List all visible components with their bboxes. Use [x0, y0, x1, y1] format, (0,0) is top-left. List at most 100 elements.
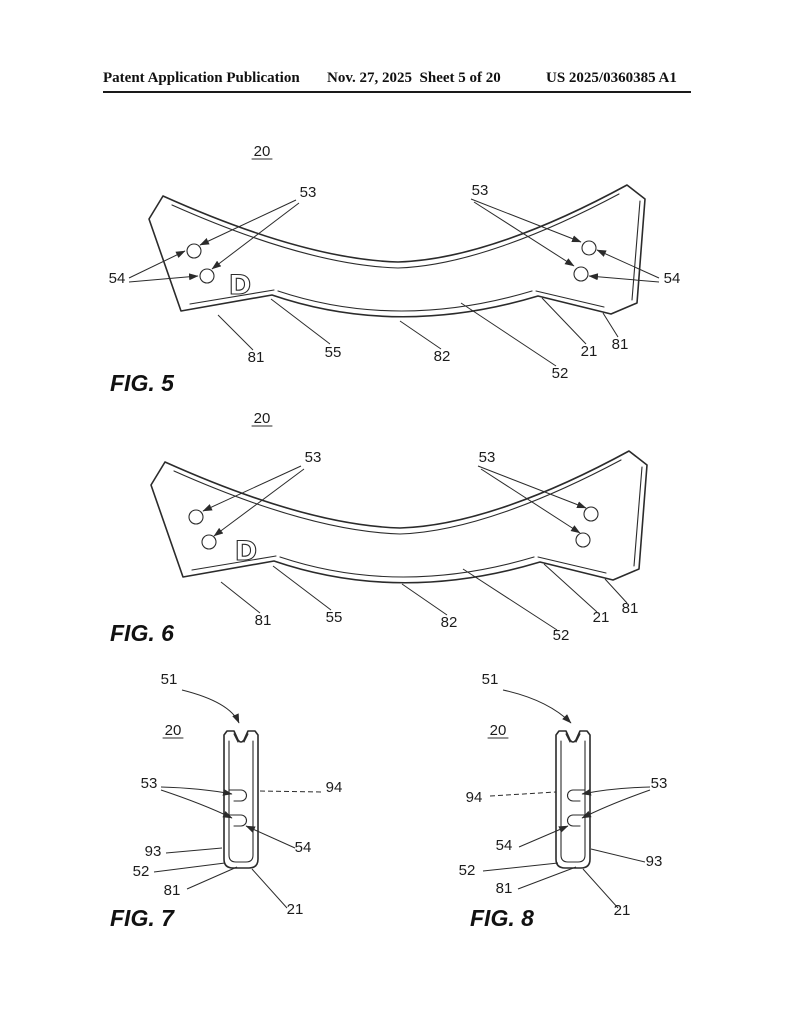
- fig8-leader-lines: [482, 689, 651, 909]
- header-divider: [103, 91, 691, 93]
- fig8-strip-outline: [555, 730, 591, 869]
- fig6-band-inner-top: [173, 459, 622, 535]
- fig8-leader-93: [590, 848, 646, 863]
- fig7-leader-81: [186, 866, 238, 890]
- fig5-ref-52: 52: [552, 365, 569, 382]
- fig6-leader-81-right: [604, 578, 628, 604]
- fig8-leader-51: [502, 689, 572, 724]
- fig6-leader-53-right-2: [480, 468, 581, 534]
- fig6-ref-82: 82: [441, 614, 458, 631]
- fig7: 51 20 53 94 93 52 81 54 21 FIG. 7: [110, 671, 342, 931]
- fig6-leader-lines: [202, 465, 628, 631]
- fig6-rivet-hole: [583, 506, 599, 522]
- fig6-band-inner-bottom: [279, 556, 535, 578]
- fig5-part-marking-d: D: [229, 270, 251, 301]
- fig5-leader-54-right-2: [588, 273, 660, 283]
- fig8-leader-53-lower: [581, 789, 651, 819]
- fig5-leader-lines: [128, 198, 660, 367]
- fig6-leader-52: [462, 568, 558, 631]
- fig7-ref-20: 20: [165, 722, 182, 739]
- fig6-leader-55: [272, 565, 332, 611]
- fig6-leader-53-left-2: [213, 468, 305, 537]
- fig7-notch-inner: [233, 733, 249, 743]
- fig6-leader-53-left-1: [202, 465, 302, 512]
- fig5-leader-54-left-1: [128, 250, 186, 279]
- fig8-ref-20: 20: [490, 722, 507, 739]
- fig8-ref-53: 53: [651, 775, 668, 792]
- fig8-leader-53-upper: [581, 786, 651, 796]
- fig6-ref-81-left: 81: [255, 612, 272, 629]
- fig6-leader-82: [401, 583, 448, 616]
- fig5-leader-81-right: [602, 312, 619, 338]
- fig7-leader-54: [245, 825, 296, 849]
- fig8-ref-93: 93: [646, 853, 663, 870]
- fig7-strip-outline: [223, 730, 259, 869]
- fig8-ref-21: 21: [614, 902, 631, 919]
- fig8-hook-upper: [567, 789, 586, 802]
- fig5-ref-81-left: 81: [248, 349, 265, 366]
- fig6: D 20 53 53 81 55 82 52 21: [110, 410, 648, 646]
- fig6-band: D: [150, 450, 648, 584]
- fig5-rivet-hole: [199, 268, 215, 284]
- fig5-leader-82: [399, 320, 442, 350]
- fig7-leader-53-upper: [160, 786, 233, 796]
- fig7-ref-81: 81: [164, 882, 181, 899]
- fig8-ref-94: 94: [466, 789, 483, 806]
- fig5-band-inner-bottom: [277, 290, 533, 312]
- fig5-tab-inner-right: [535, 290, 605, 308]
- fig7-ref-93: 93: [145, 843, 162, 860]
- fig7-leader-51: [181, 689, 240, 724]
- fig7-ref-94: 94: [326, 779, 343, 796]
- fig8-leader-21: [582, 868, 619, 909]
- fig6-tab-inner-left: [191, 555, 277, 571]
- fig5-leader-53-right-1: [470, 198, 582, 243]
- fig8-ref-81: 81: [496, 880, 513, 897]
- fig5-leader-21: [541, 297, 587, 345]
- fig7-strip-inner-wall: [228, 740, 254, 863]
- fig5: D 20 53 53 54 54: [109, 143, 681, 396]
- fig6-ref-53-right: 53: [479, 449, 496, 466]
- fig5-rivet-hole: [581, 240, 597, 256]
- fig8-hook-lower: [567, 814, 586, 827]
- fig6-ref-53-left: 53: [305, 449, 322, 466]
- fig6-rivet-hole: [575, 532, 591, 548]
- fig5-leader-53-left-2: [211, 202, 300, 270]
- fig5-leader-54-right-1: [596, 249, 660, 279]
- fig6-ref-20: 20: [254, 410, 271, 427]
- fig8-notch-inner: [565, 733, 581, 743]
- fig7-leader-lines: [153, 689, 322, 909]
- fig5-caption: FIG. 5: [110, 370, 175, 396]
- fig6-band-outline: [150, 450, 648, 584]
- fig6-right-edge-inner: [633, 466, 643, 567]
- header-patent-number: US 2025/0360385 A1: [546, 70, 677, 86]
- fig5-ref-53-left: 53: [300, 184, 317, 201]
- fig5-ref-54-right: 54: [664, 270, 681, 287]
- fig7-leader-94: [256, 790, 322, 793]
- fig5-ref-53-right: 53: [472, 182, 489, 199]
- fig5-rivet-hole: [573, 266, 589, 282]
- fig6-leader-21: [543, 563, 598, 613]
- header-date-sheet: Nov. 27, 2025 Sheet 5 of 20: [327, 70, 501, 86]
- fig7-hook-lower: [228, 814, 247, 827]
- fig6-tab-inner-right: [537, 556, 607, 574]
- fig7-leader-93: [165, 847, 223, 854]
- fig5-leader-81-left: [217, 314, 254, 351]
- fig8-ref-52: 52: [459, 862, 476, 879]
- fig8-leader-52: [482, 862, 559, 872]
- fig5-leader-55: [270, 298, 331, 345]
- fig7-caption: FIG. 7: [110, 905, 175, 931]
- fig7-leader-52: [153, 862, 226, 873]
- fig7-leader-21: [251, 868, 288, 909]
- fig5-leader-54-left-2: [128, 273, 199, 283]
- fig7-hook-upper: [228, 789, 247, 802]
- fig5-ref-81-right: 81: [612, 336, 629, 353]
- fig6-ref-21: 21: [593, 609, 610, 626]
- fig8-leader-81: [517, 866, 577, 890]
- fig5-right-edge-inner: [631, 200, 641, 301]
- fig6-rivet-hole: [201, 534, 217, 550]
- fig6-rivet-hole: [188, 509, 204, 525]
- fig5-leader-53-right-2: [473, 201, 575, 267]
- fig5-rivet-hole: [186, 243, 202, 259]
